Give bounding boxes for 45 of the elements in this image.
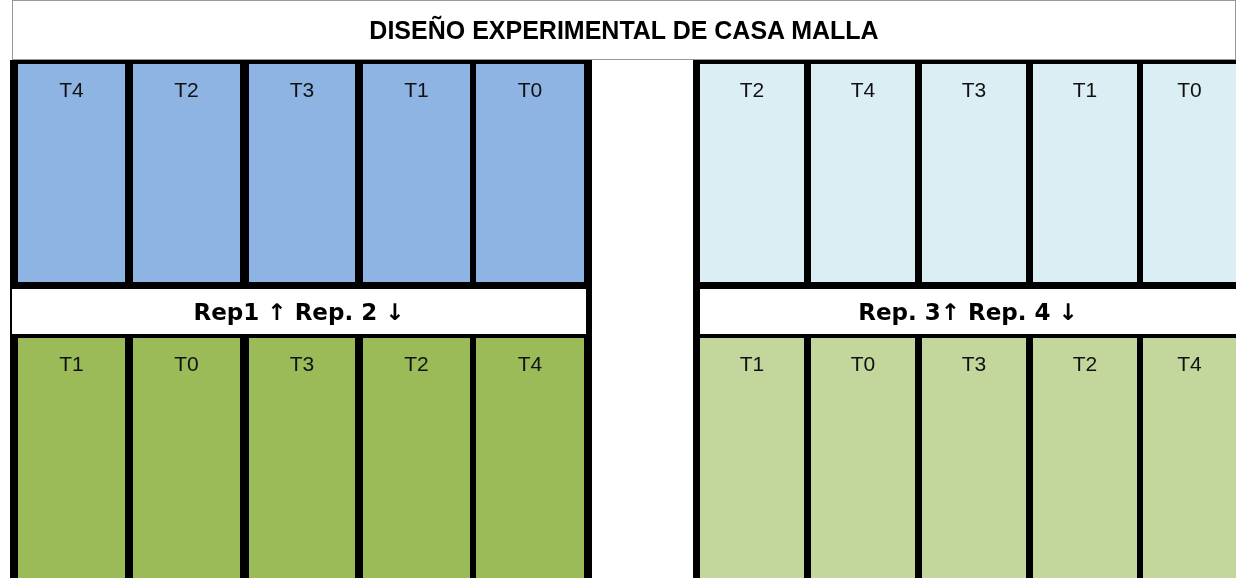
replicate-label: Rep. 3↑ Rep. 4 ↓: [858, 298, 1078, 325]
plot-plot: [700, 338, 804, 578]
treatment-label: T2: [1072, 352, 1098, 375]
plot-plot: [700, 64, 804, 282]
treatment-label: T3: [961, 352, 987, 375]
treatment-label: T4: [850, 78, 876, 101]
plot-plot: [922, 338, 1026, 578]
plot-plot: [1033, 338, 1137, 578]
treatment-label: T1: [404, 78, 429, 101]
treatment-label: T0: [174, 352, 199, 375]
plot-plot: [363, 338, 470, 578]
treatment-label: T3: [961, 78, 987, 101]
treatment-label: T4: [59, 78, 84, 101]
treatment-label: T1: [739, 352, 765, 375]
plot-plot: [811, 338, 915, 578]
plot-plot: [811, 64, 915, 282]
treatment-label: T3: [289, 352, 315, 375]
plot-plot: [363, 64, 470, 282]
plot-plot: [476, 64, 584, 282]
replicate-label: Rep1 ↑ Rep. 2 ↓: [193, 298, 405, 325]
treatment-label: T2: [739, 78, 765, 101]
treatment-label: T4: [517, 352, 543, 375]
treatment-label: T1: [1072, 78, 1098, 101]
title: DISEÑO EXPERIMENTAL DE CASA MALLA: [12, 0, 1236, 60]
plot-plot: [922, 64, 1026, 282]
plot-plot: [1033, 64, 1137, 282]
replicate-band: [700, 289, 1236, 334]
plot-plot: [18, 338, 125, 578]
treatment-label: T1: [59, 352, 84, 375]
plot-plot: [133, 338, 240, 578]
plot-plot: [249, 64, 355, 282]
treatment-label: T0: [1177, 78, 1202, 101]
plot-plot: [18, 64, 125, 282]
plot-plot: [476, 338, 584, 578]
treatment-label: T2: [174, 78, 199, 101]
treatment-label: T0: [850, 352, 876, 375]
plot-plot: [133, 64, 240, 282]
treatment-label: T3: [289, 78, 315, 101]
treatment-label: T2: [404, 352, 429, 375]
replicate-band: [12, 289, 586, 334]
plot-plot: [1143, 64, 1236, 282]
plot-plot: [249, 338, 355, 578]
treatment-label: T0: [517, 78, 543, 101]
plot-plot: [1143, 338, 1236, 578]
treatment-label: T4: [1177, 352, 1202, 375]
